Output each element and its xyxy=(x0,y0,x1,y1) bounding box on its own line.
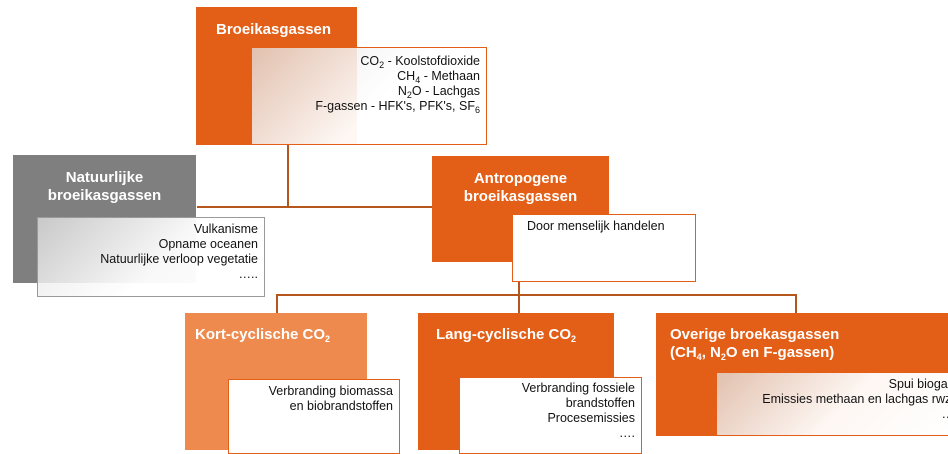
anthropogenic-title-line2: broeikasgassen xyxy=(463,188,578,205)
other-item: Emissies methaan en lachgas rwzi xyxy=(762,392,948,406)
connector-root-down xyxy=(287,145,289,207)
root-item-co2: CO2 - Koolstofdioxide xyxy=(360,54,480,70)
natural-item: Natuurlijke verloop vegetatie xyxy=(100,252,258,266)
connector-right-down xyxy=(795,294,797,313)
long-cycle-title: Lang-cyclische CO2 xyxy=(436,326,577,344)
anthropogenic-node-details: Door menselijk handelen xyxy=(512,214,696,282)
other-items-block: Spui biogas Emissies methaan en lachgas … xyxy=(723,377,948,422)
root-item-ch4: CH4 - Methaan xyxy=(397,69,480,85)
short-cycle-title: Kort-cyclische CO2 xyxy=(195,326,331,344)
connector-left-down xyxy=(276,294,278,313)
natural-item: Vulkanisme xyxy=(193,222,258,236)
other-item: Spui biogas xyxy=(888,377,948,391)
natural-item: ….. xyxy=(238,267,258,281)
root-item-n2o: N2O - Lachgas xyxy=(397,84,480,100)
connector-middle-down xyxy=(518,294,520,313)
anthropogenic-title-line1: Antropogene xyxy=(473,170,568,187)
long-cycle-node-details: Verbranding fossiele brandstoffen Proces… xyxy=(459,377,642,454)
natural-node-details: Vulkanisme Opname oceanen Natuurlijke ve… xyxy=(37,217,265,297)
connector-upper-horizontal xyxy=(197,206,435,208)
other-title-line1: Overige broekasgassen xyxy=(670,326,840,343)
long-cycle-item: …. xyxy=(619,426,635,440)
natural-title-line2: broeikasgassen xyxy=(47,187,162,204)
short-cycle-item: Verbranding biomassa xyxy=(268,384,393,398)
anthropogenic-item: Door menselijk handelen xyxy=(527,219,665,233)
long-cycle-item: brandstoffen xyxy=(565,396,635,410)
other-item: … xyxy=(723,407,948,422)
connector-anthro-down xyxy=(518,282,520,295)
other-title-line2: (CH4, N2O en F-gassen) xyxy=(670,344,835,362)
short-cycle-node-details: Verbranding biomassa en biobrandstoffen xyxy=(228,379,400,454)
connector-lower-horizontal xyxy=(276,294,797,296)
natural-item: Opname oceanen xyxy=(158,237,258,251)
root-node-details: CO2 - Koolstofdioxide CH4 - Methaan N2O … xyxy=(251,47,487,145)
short-cycle-item: en biobrandstoffen xyxy=(289,399,393,413)
other-node-details: Spui biogas Emissies methaan en lachgas … xyxy=(716,372,948,436)
long-cycle-item: Procesemissies xyxy=(547,411,635,425)
natural-title-line1: Natuurlijke xyxy=(65,169,144,186)
root-title: Broeikasgassen xyxy=(216,21,332,38)
root-item-fgas: F-gassen - HFK's, PFK's, SF6 xyxy=(315,99,480,115)
long-cycle-item: Verbranding fossiele xyxy=(521,381,635,395)
